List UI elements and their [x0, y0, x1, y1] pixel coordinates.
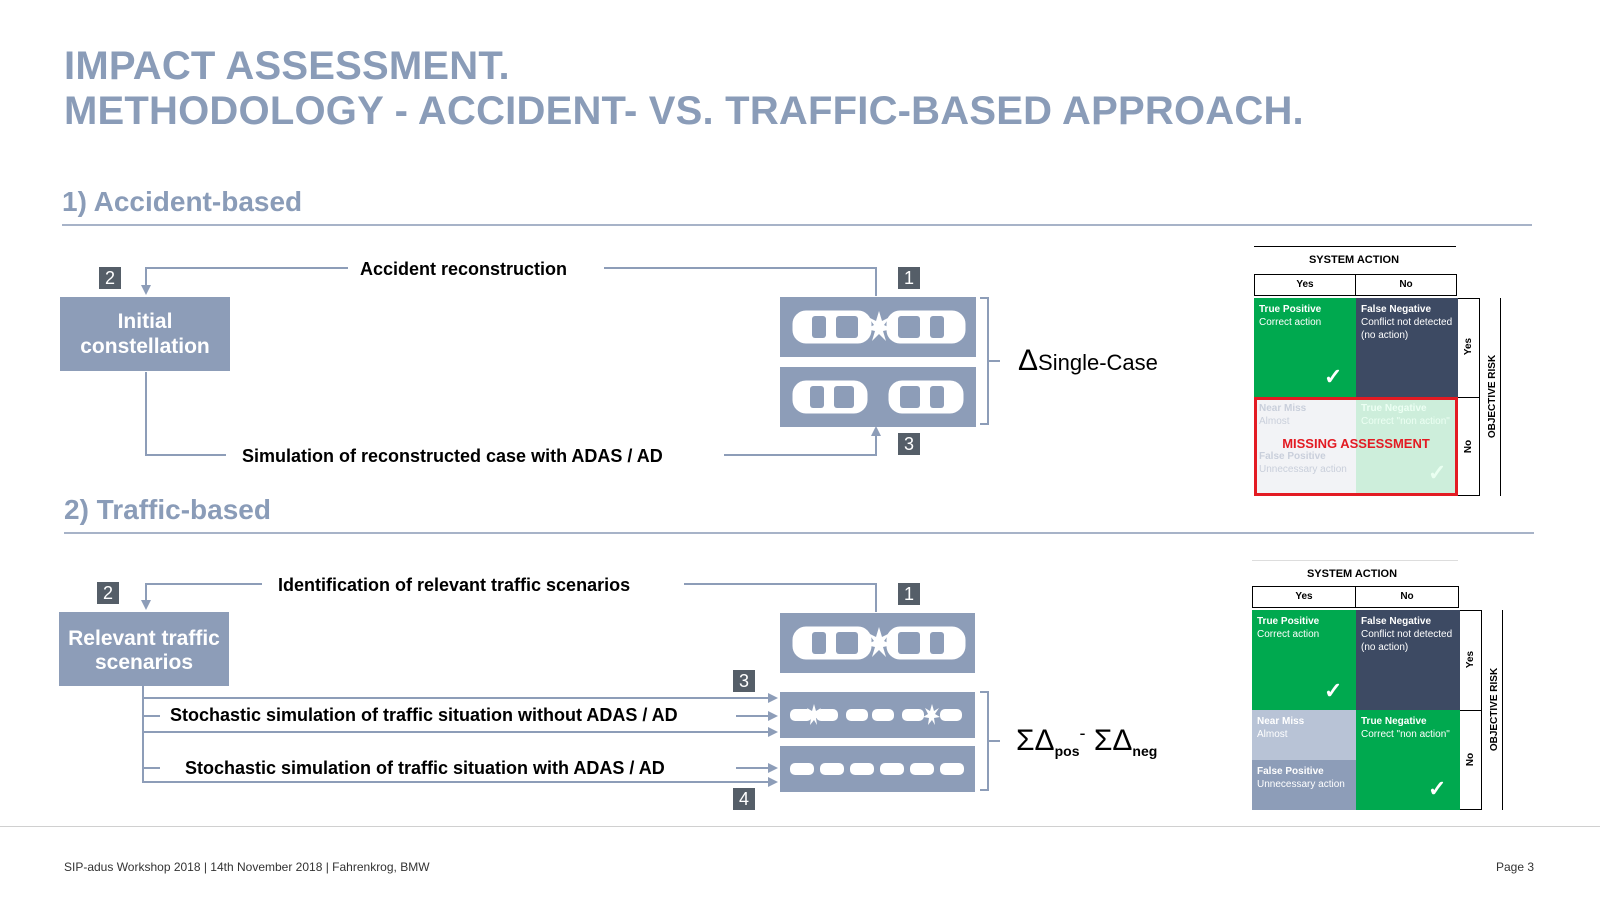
- fp-title: False Positive: [1259, 451, 1326, 462]
- tn-sub: Correct "non action": [1361, 729, 1450, 740]
- step-number-4: 4: [733, 788, 755, 810]
- sub-pos: pos: [1054, 743, 1080, 759]
- nm-title: Near Miss: [1257, 716, 1305, 727]
- check-icon: ✓: [1428, 460, 1447, 485]
- traffic-with-adas-panel: [780, 746, 975, 792]
- title-line-2: METHODOLOGY - ACCIDENT- VS. TRAFFIC-BASE…: [64, 89, 1304, 133]
- check-icon: ✓: [1324, 678, 1343, 703]
- sum-delta-formula: ΣΔpos- ΣΔneg: [1016, 723, 1157, 759]
- page-title: IMPACT ASSESSMENT. METHODOLOGY - ACCIDEN…: [64, 44, 1304, 134]
- nm-title: Near Miss: [1259, 403, 1307, 414]
- minus-sign: -: [1079, 723, 1086, 743]
- traffic-without-adas-panel: [780, 692, 975, 738]
- fp-title: False Positive: [1257, 766, 1324, 777]
- section-divider: [64, 532, 1534, 534]
- section-heading-traffic: 2) Traffic-based: [64, 494, 271, 525]
- matrix-row-no: No: [1463, 439, 1475, 454]
- identification-label: Identification of relevant traffic scena…: [278, 575, 631, 595]
- missing-assessment-label: MISSING ASSESSMENT: [1282, 436, 1430, 451]
- simulation-reconstructed-label: Simulation of reconstructed case with AD…: [242, 446, 663, 466]
- nm-sub: Almost: [1257, 729, 1288, 740]
- accident-reconstruction-label: Accident reconstruction: [360, 259, 568, 279]
- true-negative-cell-faded: True Negative Correct "non action": [1356, 397, 1458, 496]
- sum-delta-neg: ΣΔ: [1093, 724, 1133, 757]
- tn-title: True Negative: [1361, 716, 1427, 727]
- page-number: Page 3: [1496, 860, 1535, 874]
- section-divider: [62, 224, 1532, 226]
- near-miss-cell: Near Miss Almost: [1252, 710, 1356, 760]
- fn-title: False Negative: [1361, 304, 1432, 315]
- matrix-row-yes: Yes: [1463, 337, 1475, 356]
- check-icon: ✓: [1324, 364, 1343, 389]
- confusion-matrix-traffic: SYSTEM ACTION Yes No True Positive Corre…: [1252, 560, 1512, 816]
- tn-sub: Correct "non action": [1361, 416, 1450, 427]
- simulation-without-label: Stochastic simulation of traffic situati…: [170, 705, 678, 725]
- step-number-2: 2: [99, 267, 121, 289]
- initial-constellation-box: Initial constellation: [60, 297, 230, 371]
- sum-delta-pos: ΣΔ: [1016, 724, 1055, 757]
- matrix-title: SYSTEM ACTION: [1308, 254, 1400, 266]
- step-number-2: 2: [97, 582, 119, 604]
- step-number-1: 1: [898, 583, 920, 605]
- delta-subscript: Single-Case: [1038, 350, 1158, 375]
- accident-loop-lines: [141, 267, 1000, 456]
- false-negative-cell: False Negative Conflict not detected (no…: [1356, 610, 1460, 710]
- avoided-crash-panel: [780, 367, 976, 427]
- traffic-loop-lines: [141, 583, 1000, 791]
- matrix-row-yes: Yes: [1465, 650, 1477, 669]
- tp-sub: Correct action: [1257, 629, 1320, 640]
- objective-risk-label: OBJECTIVE RISK: [1487, 354, 1499, 439]
- matrix-col-yes: Yes: [1254, 274, 1356, 296]
- sub-neg: neg: [1132, 743, 1158, 759]
- fp-sub: Unnecessary action: [1259, 464, 1347, 475]
- missing-assessment-frame: [1254, 397, 1458, 496]
- matrix-col-yes: Yes: [1252, 586, 1356, 608]
- false-positive-cell: False Positive Unnecessary action: [1252, 760, 1356, 810]
- matrix-row-no: No: [1465, 752, 1477, 767]
- step-number-3: 3: [898, 433, 920, 455]
- step-number-3: 3: [733, 670, 755, 692]
- section-heading-accident: 1) Accident-based: [62, 186, 303, 217]
- simulation-with-label: Stochastic simulation of traffic situati…: [185, 758, 665, 778]
- fn-sub: Conflict not detected (no action): [1361, 317, 1453, 341]
- crash-scene-panel: [780, 613, 975, 673]
- matrix-col-no: No: [1355, 274, 1457, 296]
- near-miss-cell-faded: Near Miss Almost False Positive Unnecess…: [1254, 397, 1356, 496]
- true-positive-cell: True Positive Correct action: [1252, 610, 1356, 710]
- tp-title: True Positive: [1257, 616, 1320, 627]
- tn-title: True Negative: [1361, 403, 1427, 414]
- delta-symbol: Δ: [1018, 344, 1039, 377]
- check-icon: ✓: [1428, 776, 1447, 801]
- crashing-cars-image: [791, 625, 967, 661]
- crashing-cars-image: [791, 309, 967, 345]
- traffic-cars-safe-image: [790, 763, 964, 775]
- fn-sub: Conflict not detected (no action): [1361, 629, 1453, 653]
- tp-sub: Correct action: [1259, 317, 1322, 328]
- matrix-col-no: No: [1355, 586, 1459, 608]
- confusion-matrix-accident: SYSTEM ACTION Yes No True Positive Corre…: [1254, 246, 1514, 500]
- footer-info: SIP-adus Workshop 2018 | 14th November 2…: [64, 860, 430, 874]
- tp-title: True Positive: [1259, 304, 1322, 315]
- relevant-traffic-box: Relevant traffic scenarios: [59, 612, 229, 686]
- footer-divider: [0, 826, 1600, 827]
- safe-cars-image: [791, 379, 965, 415]
- fn-title: False Negative: [1361, 616, 1432, 627]
- false-negative-cell: False Negative Conflict not detected (no…: [1356, 298, 1458, 397]
- step-number-1: 1: [898, 267, 920, 289]
- true-negative-cell: True Negative Correct "non action": [1356, 710, 1460, 810]
- objective-risk-label: OBJECTIVE RISK: [1489, 667, 1501, 752]
- crash-scene-panel: [780, 297, 976, 357]
- traffic-cars-with-crashes-image: [790, 704, 962, 725]
- delta-single-case: ΔSingle-Case: [1018, 344, 1158, 378]
- title-line-1: IMPACT ASSESSMENT.: [64, 44, 510, 88]
- true-positive-cell: True Positive Correct action: [1254, 298, 1356, 397]
- fp-sub: Unnecessary action: [1257, 779, 1345, 790]
- nm-sub: Almost: [1259, 416, 1290, 427]
- matrix-title: SYSTEM ACTION: [1306, 568, 1398, 580]
